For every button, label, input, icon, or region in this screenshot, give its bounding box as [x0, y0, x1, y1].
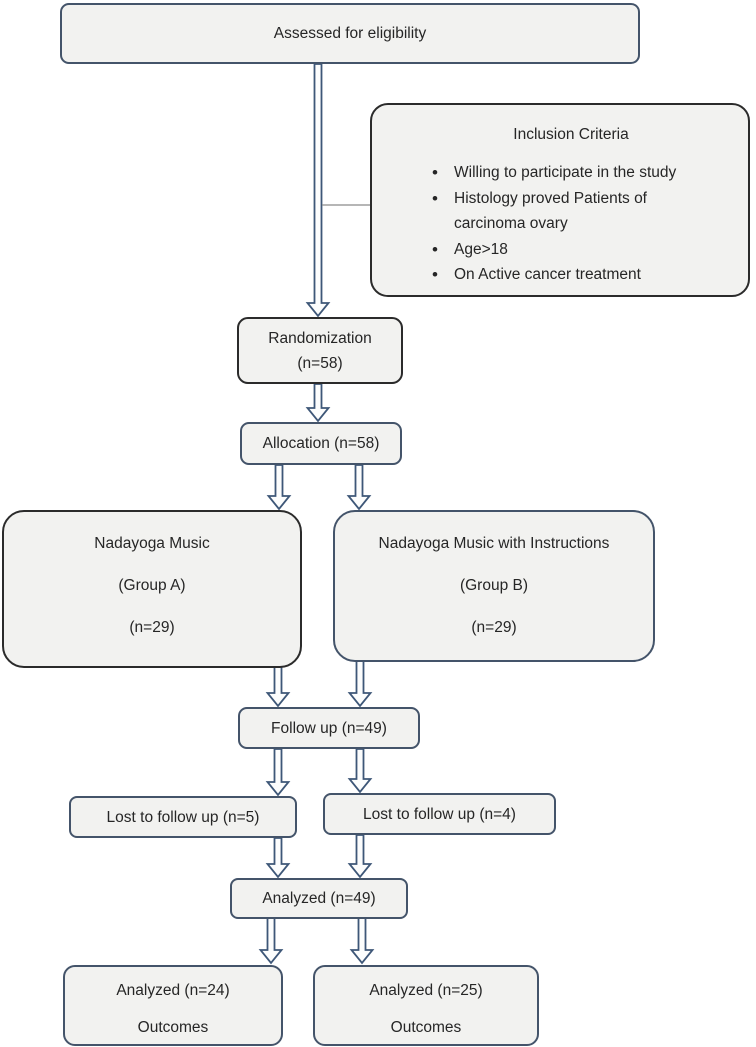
node-label: Randomization — [268, 329, 372, 347]
node-label: Analyzed (n=25) — [369, 982, 483, 999]
node-lost-to-follow-up-group-b: Lost to follow up (n=4) — [323, 793, 556, 835]
arrow-lost-a-to-analyzed-total — [265, 837, 291, 879]
node-label: Nadayoga Music with Instructions — [378, 535, 610, 552]
node-label: Lost to follow up (n=4) — [363, 805, 516, 823]
node-sublabel: Outcomes — [137, 1019, 209, 1036]
node-lost-to-follow-up-group-a: Lost to follow up (n=5) — [69, 796, 297, 838]
node-sublabel: Outcomes — [390, 1019, 462, 1036]
arrow-randomization-to-allocation — [305, 383, 331, 423]
group-name: (Group A) — [118, 577, 186, 594]
node-label: Follow up (n=49) — [271, 719, 387, 737]
arrow-group-a-to-follow-up — [265, 665, 291, 708]
inclusion-bullet-item: Willing to participate in the study — [430, 160, 700, 186]
arrow-follow-up-to-lost-a — [265, 748, 291, 797]
arrow-analyzed-total-to-analyzed-b — [349, 917, 375, 965]
node-analyzed-total: Analyzed (n=49) — [230, 878, 408, 919]
inclusion-criteria-title: Inclusion Criteria — [513, 126, 629, 143]
node-label: Nadayoga Music — [94, 535, 210, 552]
arrow-allocation-to-group-a — [266, 464, 292, 511]
inclusion-bullet-item: On Active cancer treatment — [430, 262, 700, 288]
node-label: Allocation (n=58) — [262, 435, 380, 452]
arrow-allocation-to-group-b — [346, 464, 372, 511]
inclusion-bullet-item: Histology proved Patients of carcinoma o… — [430, 186, 700, 237]
node-follow-up: Follow up (n=49) — [238, 707, 420, 749]
group-name: (Group B) — [459, 577, 529, 594]
node-analyzed-group-a-outcomes: Analyzed (n=24) Outcomes — [63, 965, 283, 1046]
node-randomization: Randomization (n=58) — [237, 317, 403, 384]
arrow-follow-up-to-lost-b — [347, 748, 373, 794]
inclusion-criteria-list: Willing to participate in the studyHisto… — [430, 160, 700, 288]
node-assessed-for-eligibility: Assessed for eligibility — [60, 3, 640, 64]
node-count: (n=58) — [297, 354, 343, 372]
node-group-a-nadayoga-music: Nadayoga Music (Group A) (n=29) — [2, 510, 302, 668]
node-analyzed-group-b-outcomes: Analyzed (n=25) Outcomes — [313, 965, 539, 1046]
node-count: (n=29) — [129, 619, 175, 636]
node-allocation: Allocation (n=58) — [240, 422, 402, 465]
arrow-group-b-to-follow-up — [347, 660, 373, 708]
arrow-lost-b-to-analyzed-total — [347, 834, 373, 879]
node-group-b-nadayoga-music-with-instructions: Nadayoga Music with Instructions (Group … — [333, 510, 655, 662]
node-label: Assessed for eligibility — [273, 25, 427, 42]
arrow-analyzed-total-to-analyzed-a — [258, 917, 284, 965]
node-label: Analyzed (n=24) — [116, 982, 230, 999]
node-label: Analyzed (n=49) — [262, 890, 376, 907]
arrow-assessed-to-randomization — [305, 63, 331, 318]
inclusion-bullet-item: Age>18 — [430, 237, 700, 263]
node-inclusion-criteria: Inclusion Criteria Willing to participat… — [370, 103, 750, 297]
node-label: Lost to follow up (n=5) — [106, 808, 260, 826]
node-count: (n=29) — [471, 619, 517, 636]
